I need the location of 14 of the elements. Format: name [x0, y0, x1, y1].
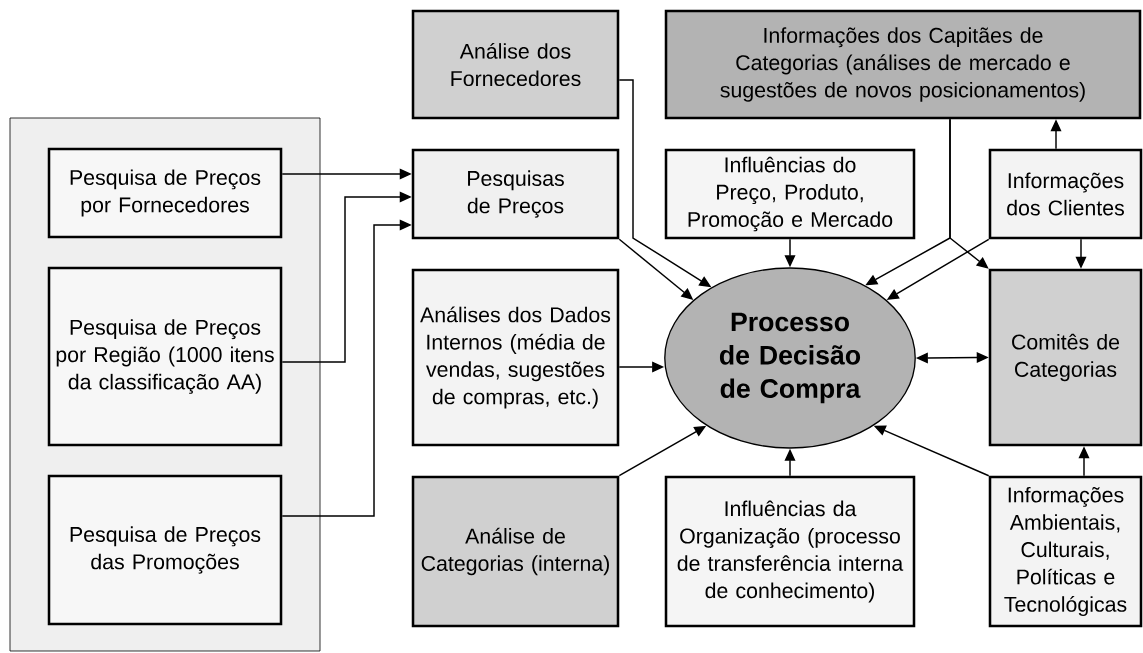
process-box: Informações dos Capitães de Categorias (análises de mercado e sugestões de novos posicionamentos): [664, 9, 1142, 120]
process-box: Influências da Organização (processo de transferência interna de conhecimento): [664, 475, 916, 628]
process-box: Comitês de Categorias: [988, 268, 1143, 447]
process-box: Pesquisa de Preços por Região (1000 itens da classificação AA): [47, 266, 283, 447]
process-box: Análise dos Fornecedores: [411, 9, 620, 120]
arrow: [949, 118, 989, 269]
process-box: Pesquisa de Preços por Fornecedores: [47, 147, 283, 239]
process-box: Análises dos Dados Internos (média de vendas, sugestões de compras, etc.): [411, 268, 620, 447]
process-box: Influências do Preço, Produto, Promoção e Mercado: [664, 148, 916, 240]
process-box: Análise de Categorias (interna): [411, 475, 620, 628]
process-box: Informações dos Clientes: [988, 148, 1143, 240]
process-box: Informações Ambientais, Culturais, Políticas e Tecnológicas: [988, 475, 1143, 628]
process-box: Pesquisa de Preços das Promoções: [47, 474, 283, 626]
process-box: Pesquisas de Preços: [411, 148, 620, 240]
